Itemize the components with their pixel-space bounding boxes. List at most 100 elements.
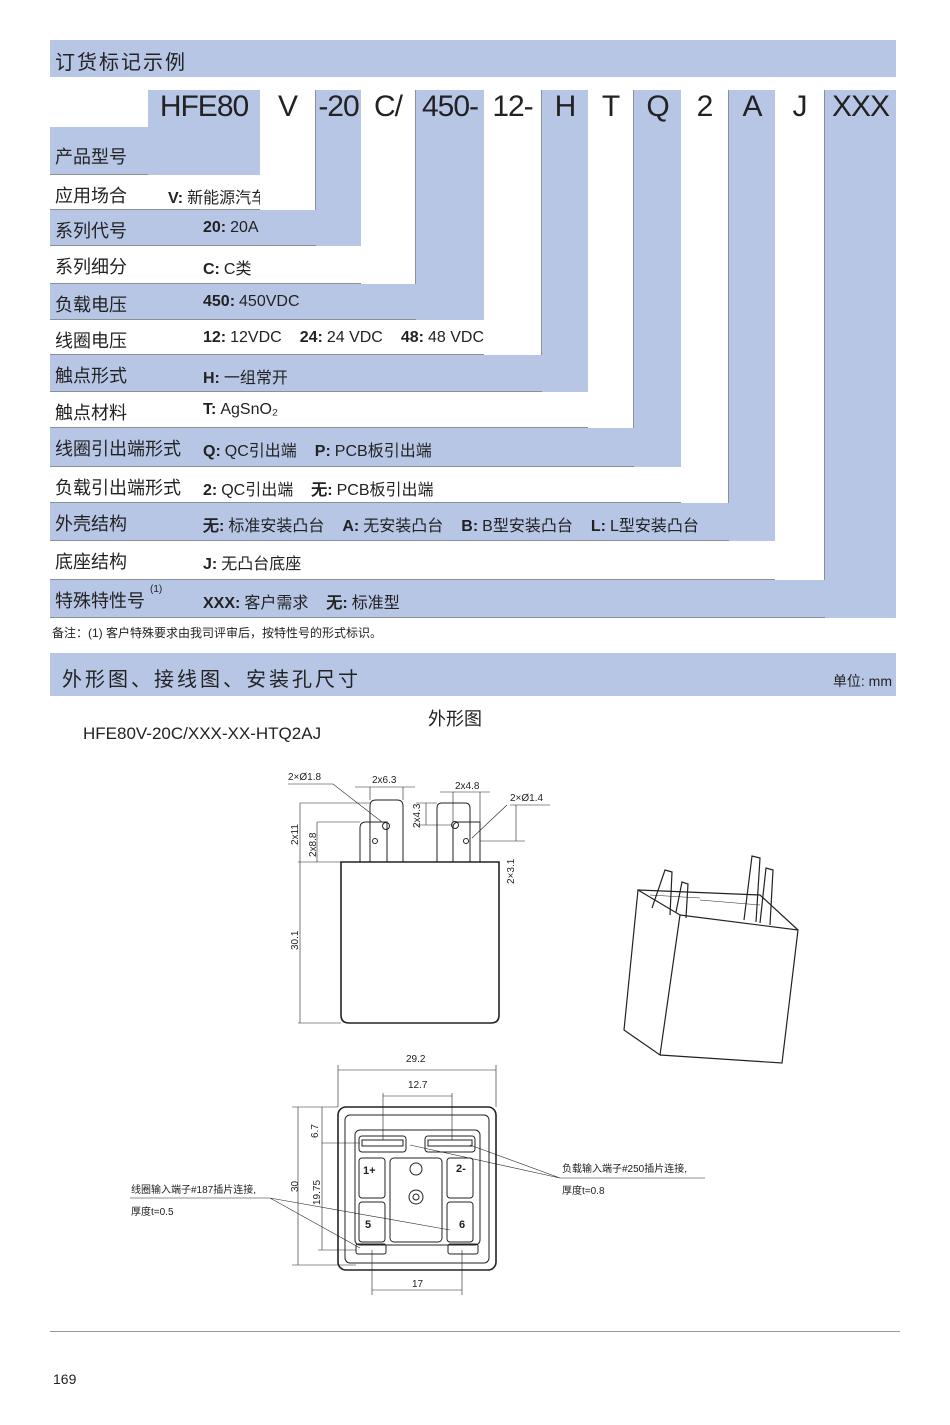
dim-label: 30.1 xyxy=(290,930,301,950)
code-column: 12- xyxy=(484,90,542,355)
option-code: Q: xyxy=(203,443,221,460)
option-description: 48 VDC xyxy=(427,329,485,346)
dim-label: 17 xyxy=(412,1279,424,1290)
option-code: B: xyxy=(461,518,479,535)
coil-thickness-note: 厚度t=0.5 xyxy=(131,1205,174,1218)
code-column: Q xyxy=(634,90,681,467)
option-code: 48: xyxy=(400,329,424,346)
load-thickness-note: 厚度t=0.8 xyxy=(562,1184,605,1197)
option-description: AgSnO₂ xyxy=(220,401,279,418)
option-code: P: xyxy=(314,443,331,460)
dim-label: 19.75 xyxy=(312,1180,323,1205)
code-segment: V xyxy=(277,90,298,123)
code-segment: T xyxy=(601,90,620,123)
dim-label: 2x8.8 xyxy=(308,832,319,857)
code-segment: J xyxy=(792,90,808,123)
dim-label: 2×Ø1.8 xyxy=(288,772,322,783)
dim-label: 2×3.1 xyxy=(506,858,517,884)
option-code: V: xyxy=(168,190,184,207)
table-row: 负载引出端形式 2:QC引出端无:PCB板引出端 xyxy=(50,467,729,503)
option-description: 20A xyxy=(230,219,259,236)
code-segment: C/ xyxy=(374,90,403,123)
bottom-view: 29.2 12.7 6.7 30 19.75 17 1+ 2- 5 6 线圈输入… xyxy=(130,1054,705,1295)
option-description: QC引出端 xyxy=(221,482,294,499)
code-segment: 450- xyxy=(421,90,479,123)
code-segment: Q xyxy=(646,90,669,123)
code-column: A xyxy=(729,90,775,541)
pin-label: 6 xyxy=(459,1219,465,1231)
option-code: 450: xyxy=(203,293,236,310)
row-values: Q:QC引出端 P:PCB板引出端 xyxy=(203,437,432,461)
code-segment: -20 xyxy=(318,90,359,123)
code-column: H xyxy=(542,90,588,392)
option-description: 450VDC xyxy=(239,293,300,310)
code-column: HFE80 xyxy=(148,90,260,175)
row-label: 负载电压 xyxy=(55,295,127,315)
code-segment: A xyxy=(742,90,762,123)
row-values: 20:20A xyxy=(203,219,259,237)
code-column: J xyxy=(775,90,825,580)
option-code: L: xyxy=(590,518,606,535)
code-column: C/ xyxy=(361,90,416,284)
row-values: 450:450VDC xyxy=(203,293,300,311)
option-code: 无: xyxy=(203,518,225,535)
pin-label: 5 xyxy=(365,1219,371,1231)
option-code: 2: xyxy=(203,482,218,499)
ordering-section-header: 订货标记示例 xyxy=(50,40,896,77)
option-description: 一组常开 xyxy=(223,370,288,387)
row-label: 触点材料 xyxy=(55,403,127,423)
row-label: 产品型号 xyxy=(55,147,127,167)
option-description: C类 xyxy=(223,261,252,278)
option-code: 无: xyxy=(311,482,333,499)
row-label: 系列代号 xyxy=(55,221,127,241)
row-label: 底座结构 xyxy=(55,552,127,572)
dim-label: 2x11 xyxy=(290,824,301,845)
option-code: 无: xyxy=(326,595,348,612)
option-description: L型安装凸台 xyxy=(609,518,699,535)
code-segment: H xyxy=(554,90,577,123)
option-code: 12: xyxy=(203,329,227,346)
dim-label: 30 xyxy=(290,1180,301,1192)
option-description: 无安装凸台 xyxy=(363,518,444,535)
footer-divider xyxy=(50,1331,900,1332)
row-label: 负载引出端形式 xyxy=(55,478,181,498)
dimensions-section-header: 外形图、接线图、安装孔尺寸 单位: mm xyxy=(50,653,896,696)
row-label: 线圈引出端形式 xyxy=(55,439,181,459)
row-values: XXX:客户需求无:标准型 xyxy=(203,589,400,613)
table-row: 线圈引出端形式 Q:QC引出端 P:PCB板引出端 xyxy=(50,428,681,467)
option-code: 20: xyxy=(203,219,227,236)
option-description: PCB板引出端 xyxy=(336,482,434,499)
option-description: 无凸台底座 xyxy=(221,556,302,573)
code-segment: HFE80 xyxy=(159,90,249,123)
code-column: T xyxy=(588,90,634,428)
option-code: T: xyxy=(203,401,217,418)
table-row: 系列代号 20:20A xyxy=(50,210,361,246)
coil-terminal-note: 线圈输入端子#187插片连接, xyxy=(131,1183,256,1196)
side-view: 2×Ø1.8 2x6.3 2x4.8 2×Ø1.4 2x4.3 2x11 2x8… xyxy=(288,772,550,1024)
footnote: 备注：(1) 客户特殊要求由我司评审后，按特性号的形式标识。 xyxy=(52,626,383,640)
row-label: 系列细分 xyxy=(55,257,127,277)
table-row: 系列细分 C:C类 xyxy=(50,246,416,284)
dim-label: 12.7 xyxy=(408,1080,428,1091)
row-values: C:C类 xyxy=(203,255,251,279)
page-number: 169 xyxy=(53,1371,77,1387)
option-description: PCB板引出端 xyxy=(334,443,432,460)
pin-label: 2- xyxy=(456,1163,466,1175)
option-code: H: xyxy=(203,370,220,387)
row-values: H:一组常开 xyxy=(203,364,288,388)
option-description: 标准型 xyxy=(351,595,400,612)
code-column: V xyxy=(260,90,316,210)
option-description: 24 VDC xyxy=(326,329,383,346)
option-description: QC引出端 xyxy=(224,443,297,460)
row-values: 2:QC引出端无:PCB板引出端 xyxy=(203,476,434,500)
option-code: 24: xyxy=(299,329,323,346)
model-number: HFE80V-20C/XXX-XX-HTQ2AJ xyxy=(83,724,322,743)
dim-label: 2x6.3 xyxy=(372,775,397,786)
dim-label: 6.7 xyxy=(310,1124,321,1138)
